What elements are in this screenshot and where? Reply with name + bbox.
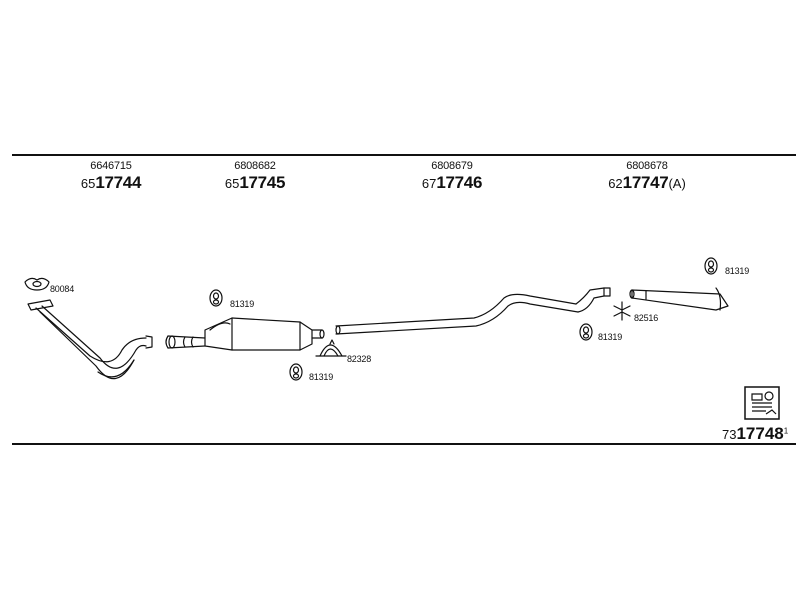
gasket-icon <box>24 277 50 291</box>
rubber-mount-icon <box>289 363 303 381</box>
part-label-rubber-mount-lower: 81319 <box>309 372 334 382</box>
top-divider <box>12 154 796 156</box>
oem-number: 6808678 <box>626 160 668 172</box>
part-label-gasket: 80084 <box>50 284 75 294</box>
oem-number: 6808682 <box>234 160 276 172</box>
oem-number: 6808679 <box>431 160 473 172</box>
section-header-front-muffler: 6808682 6517745 <box>180 160 330 193</box>
part-label-rubber-mount-rear: 81319 <box>725 266 750 276</box>
front-pipe <box>27 299 153 380</box>
rubber-mount-icon <box>579 323 593 341</box>
rubber-mount-icon <box>209 289 223 307</box>
kit-code: 73177481 <box>722 424 789 443</box>
part-label-rubber-mount-mid: 81319 <box>598 332 623 342</box>
clamp-icon <box>315 339 347 357</box>
catalog-book-icon <box>744 386 780 420</box>
oem-number: 6646715 <box>90 160 132 172</box>
middle-pipe <box>335 287 611 335</box>
bottom-divider <box>12 443 796 445</box>
part-label-clamp: 82328 <box>347 354 372 364</box>
section-header-tail-pipe: 6808678 6217747(A) <box>572 160 722 193</box>
section-header-front-pipe: 6646715 6517744 <box>36 160 186 193</box>
tail-pipe <box>629 287 729 311</box>
rubber-mount-icon <box>704 257 718 275</box>
front-muffler <box>165 317 325 351</box>
part-code: 6717746 <box>421 173 483 192</box>
part-label-rubber-mount-front: 81319 <box>230 299 255 309</box>
bracket-icon <box>613 301 631 321</box>
part-code: 6517745 <box>224 173 286 192</box>
part-label-bracket: 82516 <box>634 313 659 323</box>
section-header-middle-pipe: 6808679 6717746 <box>377 160 527 193</box>
part-code: 6217747(A) <box>608 173 686 192</box>
part-code: 6517744 <box>80 173 142 192</box>
